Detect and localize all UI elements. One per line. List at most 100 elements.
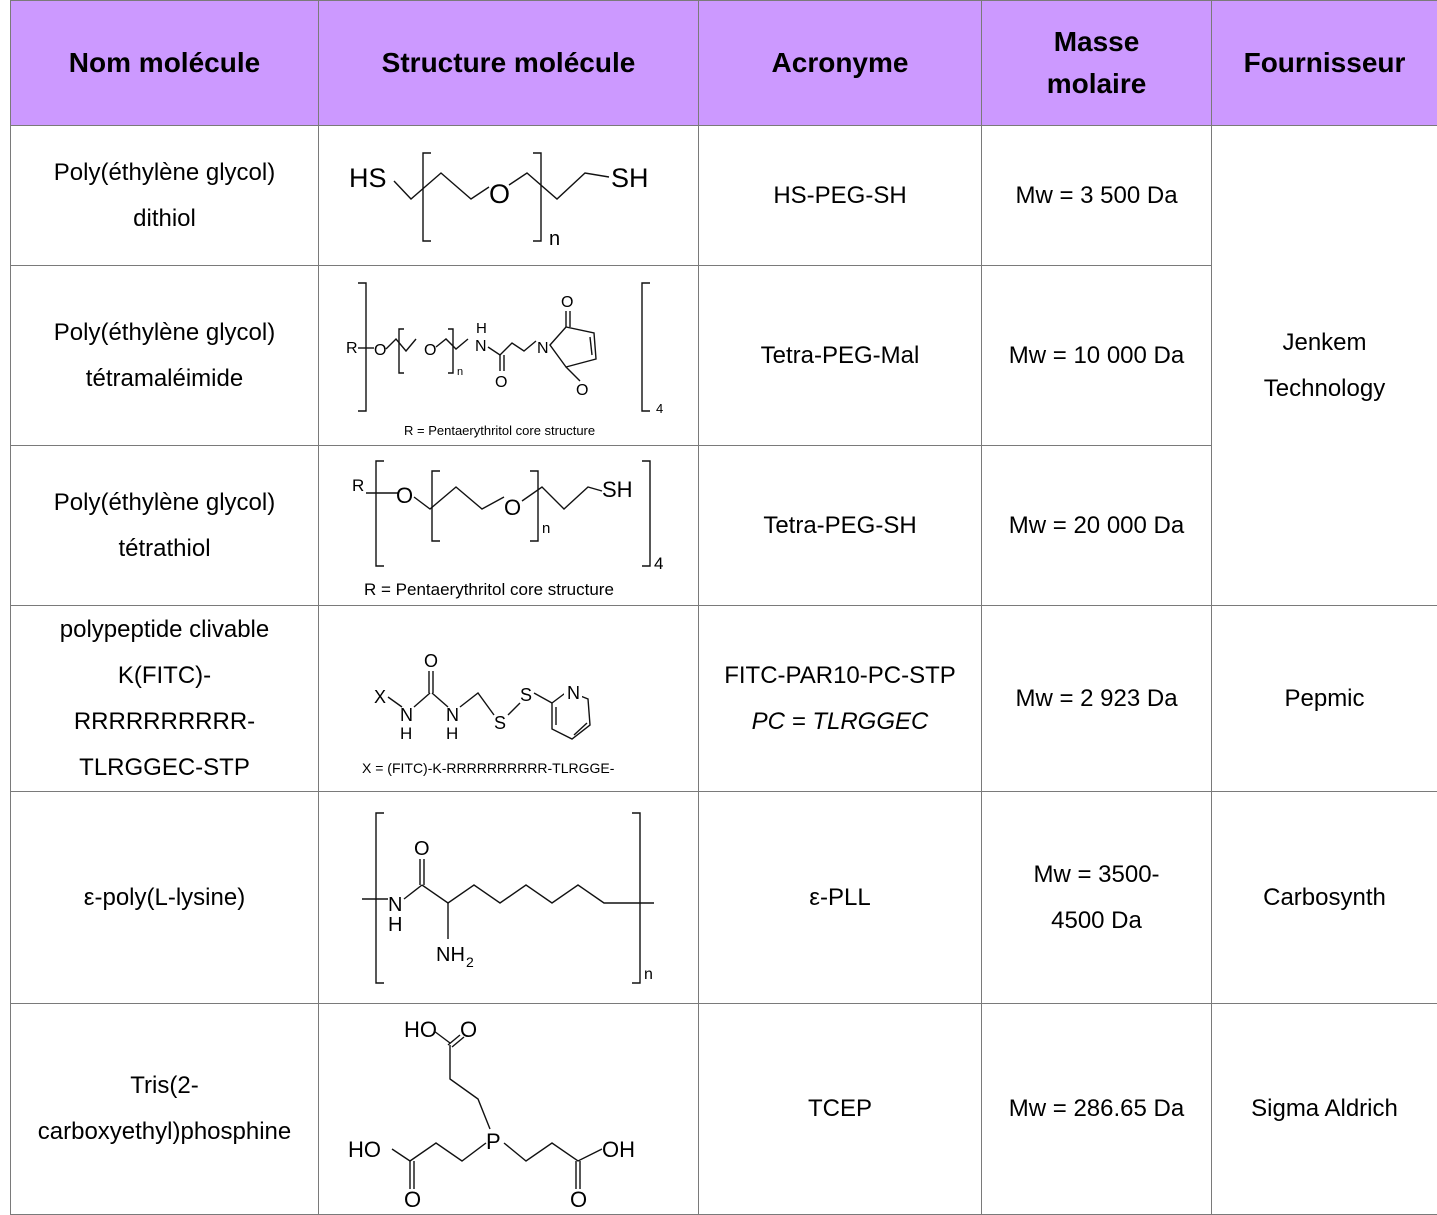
subscript: n [644,966,653,983]
acronym-cell: Tetra-PEG-Mal [698,265,982,446]
atom-label: O [460,1017,477,1042]
header-mass: Masse molaire [981,0,1212,126]
atom-label: O [570,1187,587,1212]
header-mass-line1: Masse [1053,26,1140,57]
structure-cell: HS O SH n [318,125,699,266]
atom-label: O [504,495,521,520]
molecules-table: Nom molécule Structure molécule Acronyme… [10,0,1437,1215]
atom-label: OH [602,1137,635,1162]
subscript: 4 [656,401,663,416]
atom-label: HO [404,1017,437,1042]
name-line: tétrathiol [118,534,211,562]
header-mass-line2: molaire [1046,68,1147,99]
structure-fitc-par10: X N H O N H S S N X [362,651,615,776]
mass-cell: Mw = 20 000 Da [981,445,1212,606]
atom-label: N [388,894,402,916]
mass-cell: Mw = 2 923 Da [981,605,1212,792]
atom-label: NH [436,944,465,966]
mass-cell: Mw = 3500- 4500 Da [981,791,1212,1004]
table-row: Poly(éthylène glycol) tétrathiol 4 R O O… [10,445,1437,606]
structure-tetra-peg-mal: 4 R O O n H N O N O [346,281,663,438]
structure-e-pll: n N H O NH 2 [361,811,654,984]
name-line: polypeptide clivable [59,615,270,643]
structure-cell: 4 R O O n H N O N O [318,265,699,446]
supplier-line: Jenkem [1282,328,1367,356]
mass-cell: Mw = 3 500 Da [981,125,1212,266]
name-cell: Poly(éthylène glycol) dithiol [10,125,319,266]
atom-label: H [400,724,412,743]
atom-label: P [486,1129,501,1154]
subscript: 4 [654,554,663,573]
structure-tcep: HO O P O HO OH O [348,1017,635,1212]
name-cell: Poly(éthylène glycol) tétrathiol [10,445,319,606]
atom-label: R [346,340,358,357]
atom-label: SH [602,477,633,502]
atom-label: O [404,1187,421,1212]
supplier-cell: Carbosynth [1211,791,1437,1004]
atom-label: HO [348,1137,381,1162]
atom-label: O [489,179,510,209]
atom-label: N [567,683,580,703]
subscript: n [542,520,550,537]
mass-cell: Mw = 286.65 Da [981,1003,1212,1215]
supplier-cell: Pepmic [1211,605,1437,792]
atom-label: H [476,320,487,337]
name-line: tétramaléimide [85,364,244,392]
header-structure: Structure molécule [318,0,699,126]
atom-label: N [446,705,459,725]
atom-label: X [374,687,386,707]
atom-label: N [475,338,487,355]
table-row: polypeptide clivable K(FITC)- RRRRRRRRRR… [10,605,1437,792]
supplier-cell: Jenkem Technology [1211,125,1437,606]
atom-label: N [400,705,413,725]
acronym-cell: ε-PLL [698,791,982,1004]
name-line: K(FITC)- [117,661,212,689]
atom-label: SH [611,163,649,193]
structure-hs-peg-sh: HS O SH n [349,151,649,250]
name-line: Tris(2- [130,1072,199,1099]
subscript: n [457,366,463,378]
name-line: Poly(éthylène glycol) [53,158,276,186]
atom-label: O [396,483,413,508]
structure-cell: HO O P O HO OH O [318,1003,699,1215]
structure-note: R = Pentaerythritol core structure [404,423,595,438]
acronym-text: FITC-PAR10-PC-STP [724,661,956,689]
header-row: Nom molécule Structure molécule Acronyme… [10,0,1437,126]
table-row: Poly(éthylène glycol) dithiol HS O SH n … [10,125,1437,606]
acronym-cell: FITC-PAR10-PC-STP PC = TLRGGEC [698,605,982,792]
name-cell: Poly(éthylène glycol) tétramaléimide [10,265,319,446]
subscript: n [549,228,560,250]
structure-cell: n N H O NH 2 [318,791,699,1004]
header-acronym: Acronyme [698,0,982,126]
atom-label: O [424,651,438,671]
structure-note: X = (FITC)-K-RRRRRRRRRR-TLRGGE- [362,760,615,776]
structure-cell: 4 R O O SH n R = Pentaerythritol core st… [318,445,699,606]
mass-line: Mw = 3500- [1033,860,1160,888]
supplier-line: Technology [1263,374,1386,402]
name-line: Poly(éthylène glycol) [53,488,276,516]
table-row: Tris(2- carboxyethyl)phosphine HO O P O … [10,1003,1437,1215]
structure-cell: X N H O N H S S N X [318,605,699,792]
name-line: Poly(éthylène glycol) [53,318,276,346]
atom-label: S [494,713,506,733]
table-row: Poly(éthylène glycol) tétramaléimide 4 R… [10,265,1437,446]
name-cell: Tris(2- carboxyethyl)phosphine [10,1003,319,1215]
atom-label: H [388,914,402,936]
atom-label: O [576,382,588,399]
name-line: TLRGGEC-STP [79,753,250,781]
acronym-cell: Tetra-PEG-SH [698,445,982,606]
subscript: 2 [466,954,474,970]
name-cell: polypeptide clivable K(FITC)- RRRRRRRRRR… [10,605,319,792]
supplier-cell: Sigma Aldrich [1211,1003,1437,1215]
atom-label: O [374,342,386,359]
structure-note: R = Pentaerythritol core structure [364,580,614,599]
atom-label: O [414,838,430,860]
mass-line: 4500 Da [1051,906,1142,934]
atom-label: S [520,685,532,705]
acronym-subtext: PC = TLRGGEC [751,707,929,735]
atom-label: R [352,476,364,495]
atom-label: N [537,340,549,357]
mass-cell: Mw = 10 000 Da [981,265,1212,446]
acronym-cell: HS-PEG-SH [698,125,982,266]
atom-label: O [424,342,436,359]
